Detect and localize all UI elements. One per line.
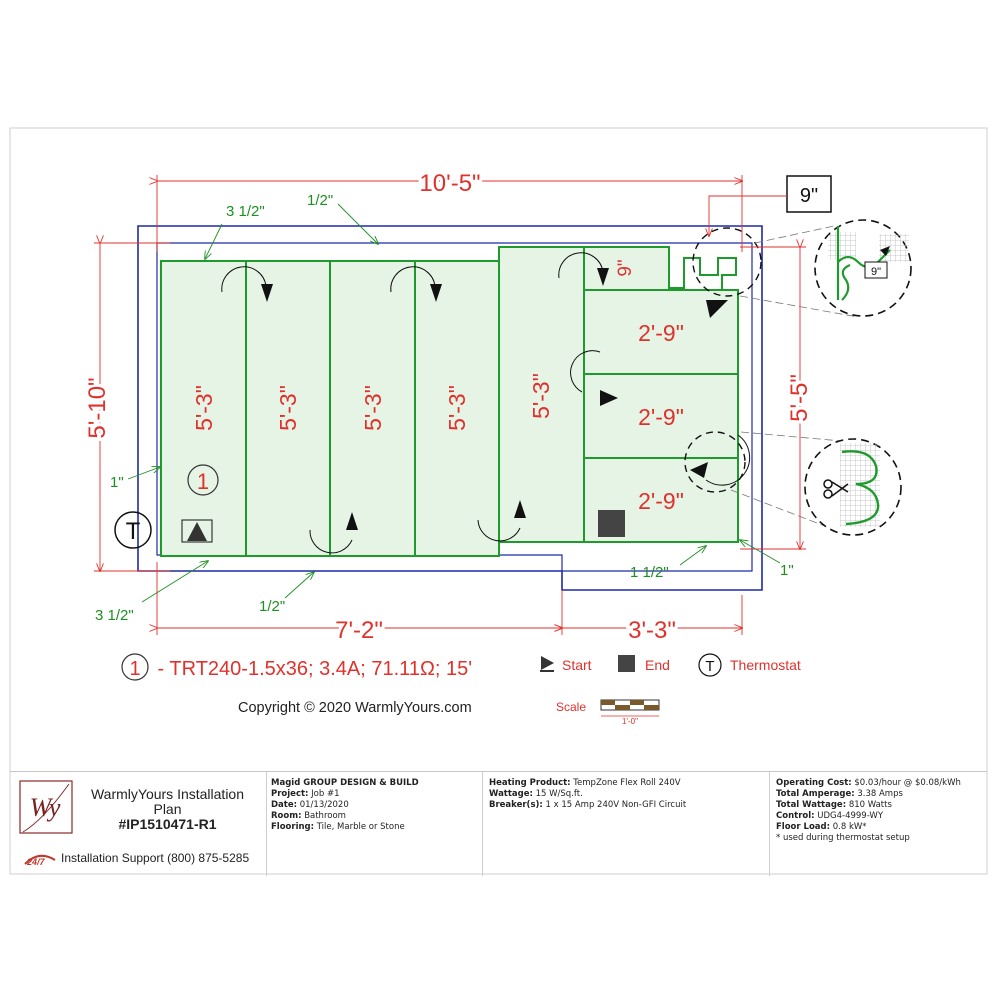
title-block-logo-cell: Wy WarmlyYours Installation Plan #IP1510… bbox=[10, 772, 267, 876]
control-value: UDG4-4999-WY bbox=[817, 811, 884, 821]
dim-overall-height-right: 5'-5" bbox=[786, 374, 813, 422]
legend-start-icon-bar bbox=[540, 670, 554, 672]
legend-start-label: Start bbox=[562, 657, 592, 673]
legend: 1 - TRT240-1.5x36; 3.4A; 71.11Ω; 15' Sta… bbox=[121, 653, 801, 726]
total-wattage-value: 810 Watts bbox=[848, 800, 892, 810]
dim-overall-width: 10'-5" bbox=[419, 170, 480, 197]
detail-dimension-text: 9" bbox=[871, 266, 881, 278]
run-label-2: 5'-3" bbox=[275, 385, 301, 431]
row-label-3: 2'-9" bbox=[638, 488, 684, 514]
footnote: * used during thermostat setup bbox=[776, 833, 910, 843]
legend-circuit-circle bbox=[121, 653, 149, 681]
legend-thermostat-label: Thermostat bbox=[730, 657, 801, 673]
circuit-marker bbox=[187, 464, 219, 496]
legend-end-icon bbox=[618, 655, 635, 672]
top-right-dim-box bbox=[786, 175, 832, 213]
offset-leaders bbox=[127, 203, 781, 603]
end-marker-icon bbox=[598, 510, 625, 537]
dimension-texts: 10'-5" 5'-10" 5'-5" 7'-2" 3'-3" bbox=[81, 167, 816, 647]
legend-circuit-text: - TRT240-1.5x36; 3.4A; 71.11Ω; 15' bbox=[152, 658, 472, 680]
operating-cost-value: $0.03/hour @ $0.08/kWh bbox=[854, 778, 961, 788]
run-label-3: 5'-3" bbox=[360, 385, 386, 431]
title-block: Wy WarmlyYours Installation Plan #IP1510… bbox=[10, 771, 987, 876]
run-label-1: 5'-3" bbox=[191, 385, 217, 431]
plan-number: #IP1510471-R1 bbox=[118, 816, 217, 832]
offset-bottom-half: 1/2" bbox=[259, 598, 285, 615]
scale-label: Scale bbox=[556, 700, 586, 714]
row-label-1: 2'-9" bbox=[638, 320, 684, 346]
svg-text:24/7: 24/7 bbox=[26, 857, 46, 867]
dim-overall-height-left: 5'-10" bbox=[84, 377, 111, 438]
turn-arrows bbox=[221, 252, 751, 554]
support-247-icon: 24/7 bbox=[24, 854, 56, 867]
small-run-label: 9" bbox=[615, 259, 636, 276]
breaker-value: 1 x 15 Amp 240V Non-GFI Circuit bbox=[545, 800, 687, 810]
mat-run-4 bbox=[414, 260, 500, 557]
room-value: Bathroom bbox=[304, 811, 346, 821]
legend-thermostat-letter: T bbox=[705, 658, 714, 675]
start-marker-icon bbox=[187, 522, 207, 541]
offset-bottom-3-5: 3 1/2" bbox=[95, 607, 134, 624]
mat-run-5 bbox=[498, 246, 585, 543]
project-value: Job #1 bbox=[311, 789, 340, 799]
heating-product-value: TempZone Flex Roll 240V bbox=[573, 778, 681, 788]
total-amperage-value: 3.38 Amps bbox=[857, 789, 903, 799]
detail-callouts: 9" bbox=[684, 219, 912, 536]
company-name: Magid GROUP DESIGN & BUILD bbox=[271, 778, 419, 788]
circuit-marker-number: 1 bbox=[197, 469, 209, 494]
offset-right-1: 1" bbox=[780, 562, 794, 579]
support-text: Installation Support (800) 875-5285 bbox=[61, 851, 250, 865]
run-label-5: 5'-3" bbox=[528, 373, 554, 419]
legend-circuit-number: 1 bbox=[129, 658, 140, 680]
dim-bottom-left: 7'-2" bbox=[335, 617, 383, 644]
offset-top-3-5: 3 1/2" bbox=[226, 203, 265, 220]
copyright-text: Copyright © 2020 WarmlyYours.com bbox=[238, 700, 472, 716]
top-right-dim-text: 9" bbox=[800, 185, 818, 207]
legend-thermostat-icon bbox=[698, 653, 722, 677]
turn-arrowheads bbox=[261, 268, 728, 530]
offset-bottom-1-5: 1 1/2" bbox=[630, 564, 669, 581]
dim-bottom-right: 3'-3" bbox=[628, 617, 676, 644]
offset-left-1: 1" bbox=[110, 474, 124, 491]
mat-run-3 bbox=[329, 260, 416, 557]
title-block-electrical-cell: Operating Cost: $0.03/hour @ $0.08/kWh T… bbox=[770, 772, 987, 876]
row-label-2: 2'-9" bbox=[638, 404, 684, 430]
wattage-value: 15 W/Sq.ft. bbox=[535, 789, 583, 799]
floor-load-value: 0.8 kW* bbox=[832, 822, 867, 832]
flooring-value: Tile, Marble or Stone bbox=[316, 822, 405, 832]
svg-text:Wy: Wy bbox=[30, 793, 61, 822]
thermostat-symbol bbox=[114, 511, 152, 549]
legend-start-icon bbox=[541, 656, 554, 670]
title-block-project-cell: Magid GROUP DESIGN & BUILD Project: Job … bbox=[266, 772, 483, 876]
thermostat-symbol-letter: T bbox=[126, 518, 141, 545]
dimension-lines bbox=[94, 175, 806, 635]
warmlyyours-logo-icon: Wy bbox=[19, 780, 73, 834]
cable-turn bbox=[669, 257, 738, 291]
scale-bar bbox=[600, 699, 660, 717]
sheet-border bbox=[9, 127, 988, 875]
start-marker-box bbox=[181, 519, 213, 543]
offset-labels: 3 1/2" 1/2" 1" 3 1/2" 1/2" 1 1/2" 1" bbox=[95, 192, 794, 624]
row-labels: 2'-9" 2'-9" 2'-9" bbox=[638, 320, 684, 514]
run-labels: 5'-3" 5'-3" 5'-3" 5'-3" 5'-3" 9" bbox=[191, 259, 636, 431]
scale-value: 1'-0" bbox=[622, 717, 638, 726]
detail-dimension-box bbox=[864, 261, 888, 279]
legend-end-label: End bbox=[645, 657, 670, 673]
scissors-icon bbox=[823, 479, 849, 499]
plan-title: WarmlyYours Installation Plan #IP1510471… bbox=[80, 787, 255, 832]
date-value: 01/13/2020 bbox=[299, 800, 349, 810]
offset-top-half: 1/2" bbox=[307, 192, 333, 209]
run-label-4: 5'-3" bbox=[444, 385, 470, 431]
title-block-product-cell: Heating Product: TempZone Flex Roll 240V… bbox=[483, 772, 770, 876]
inner-wall bbox=[156, 242, 753, 572]
mat-run-1 bbox=[160, 260, 247, 557]
